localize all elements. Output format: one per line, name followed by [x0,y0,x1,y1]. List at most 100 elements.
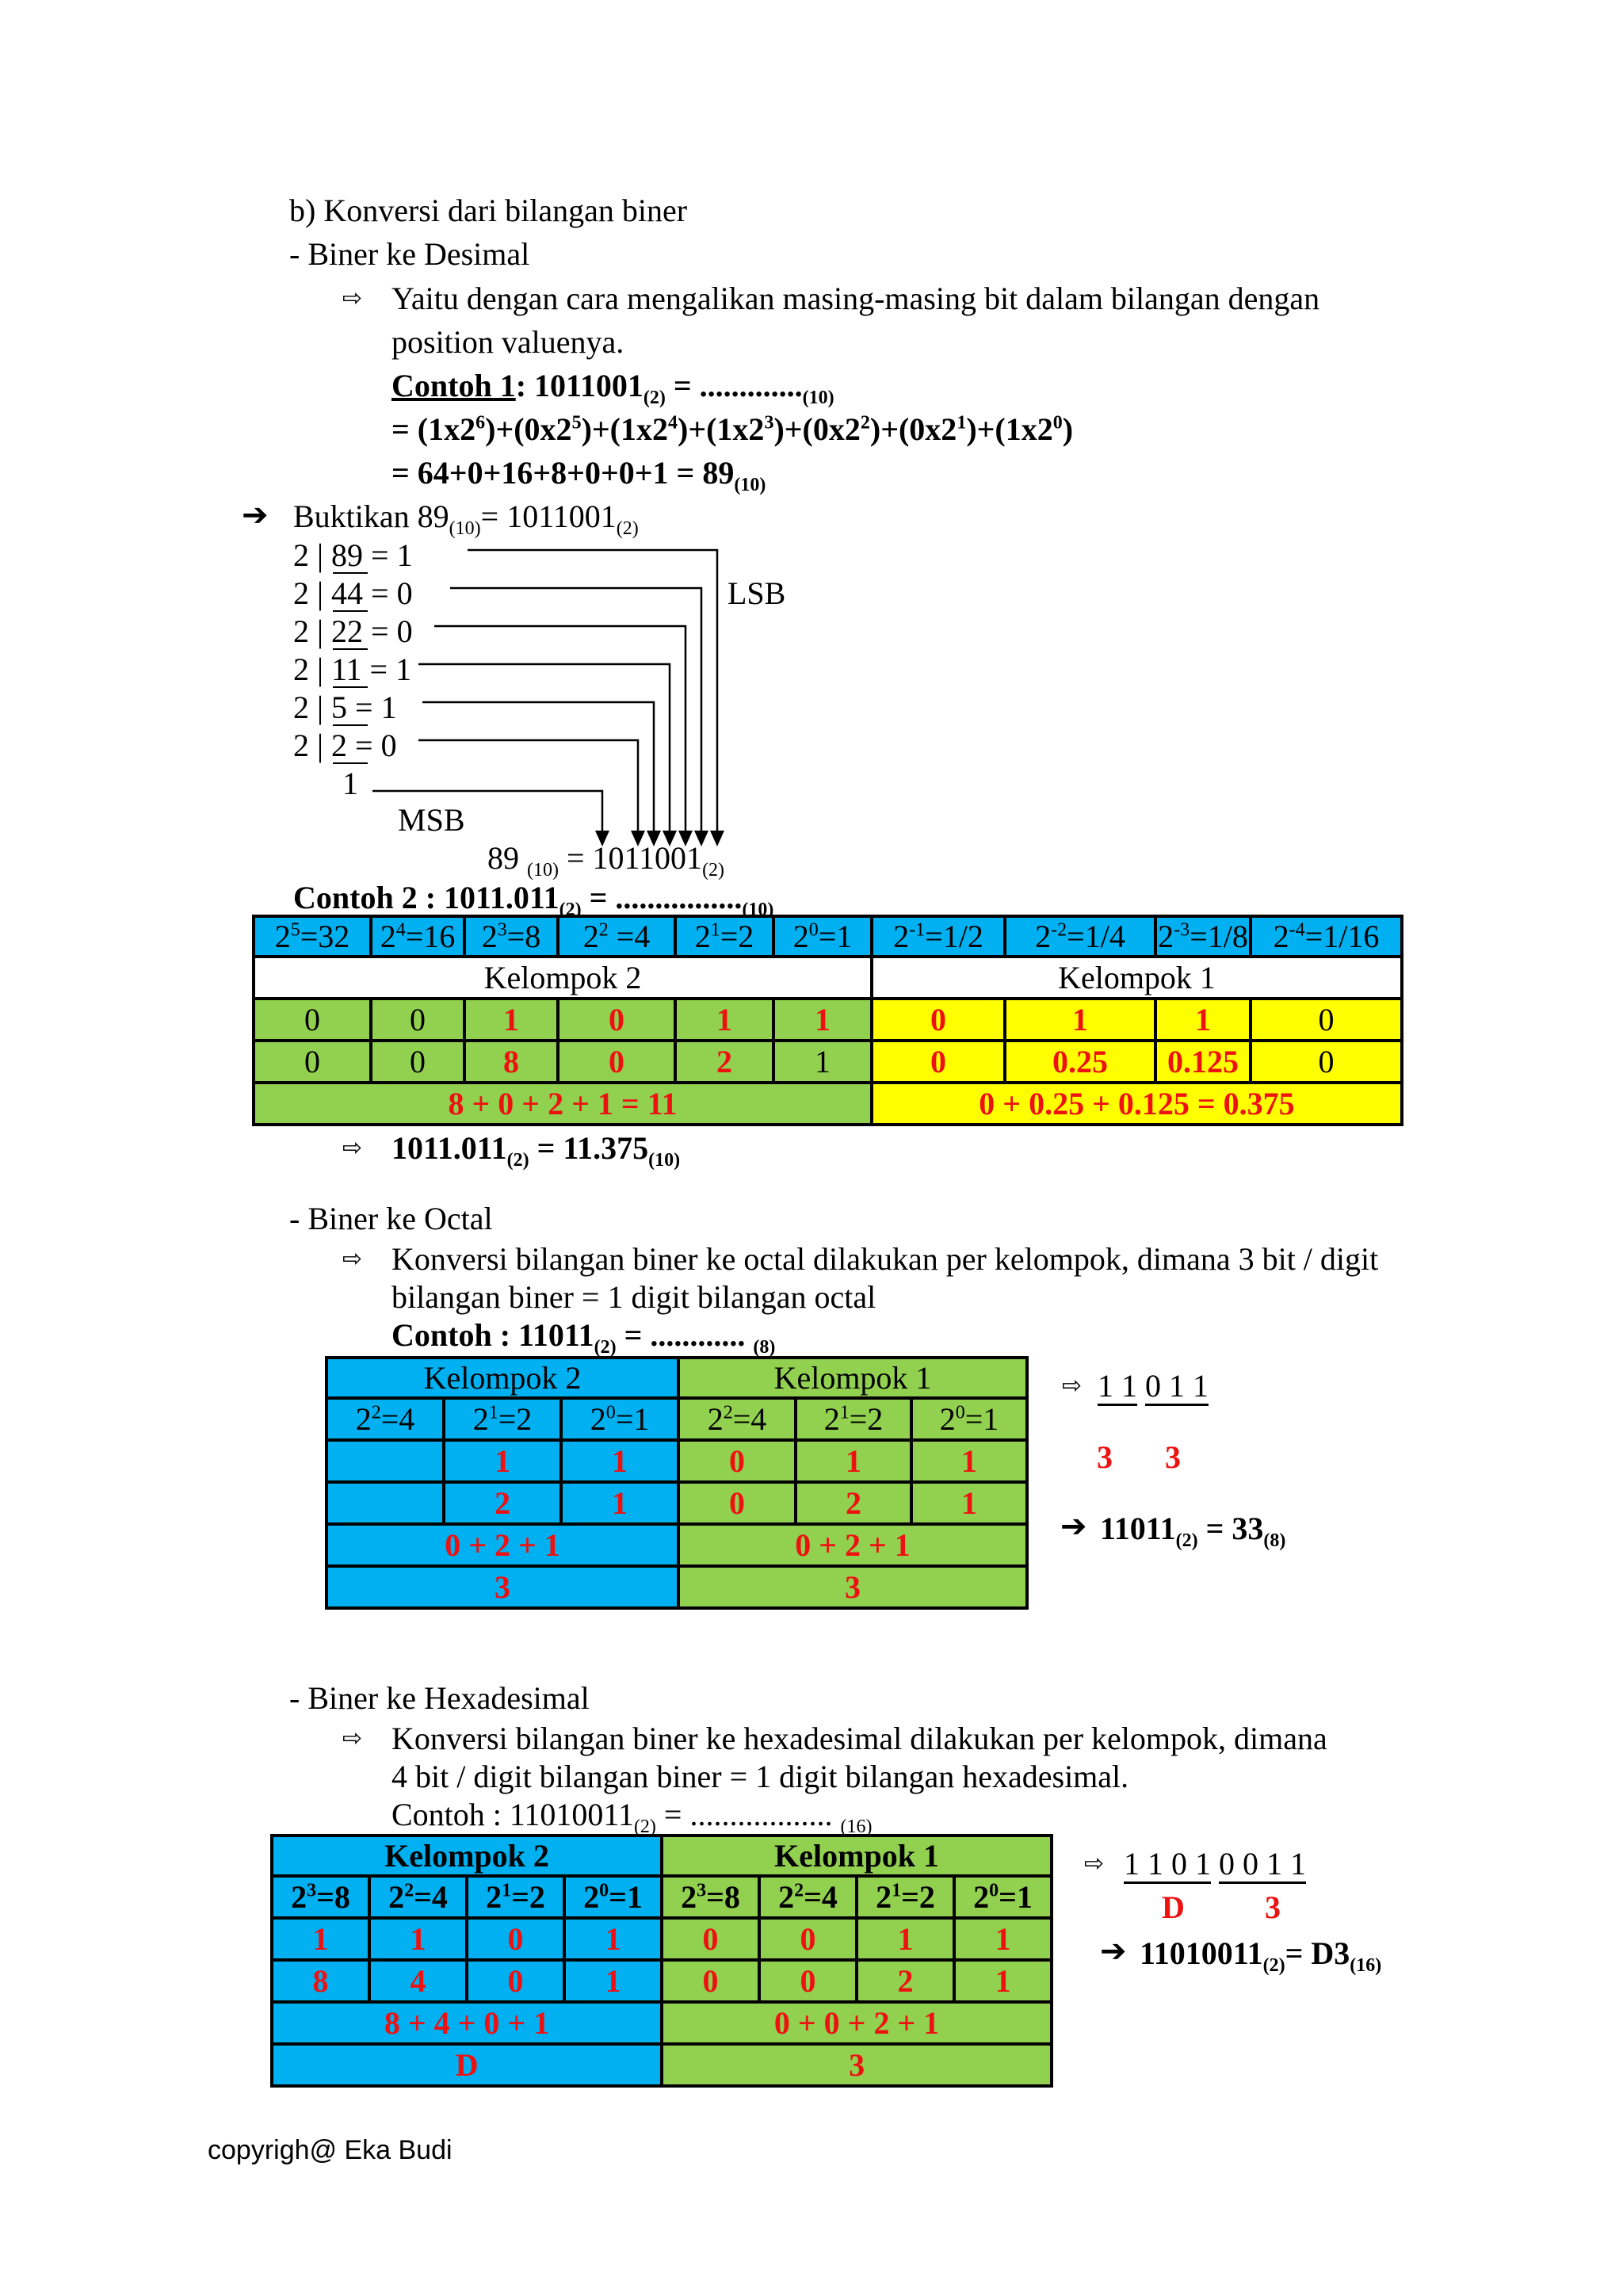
bit-cell: 0 [758,1916,859,1962]
value-cell: 0.25 [1003,1039,1157,1084]
base-10: (10) [802,388,834,408]
value-cell: 0 [677,1480,797,1526]
group-row: Kelompok 2 Kelompok 1 [325,1356,1029,1400]
sum-row: 8 + 0 + 2 + 1 = 11 0 + 0.25 + 0.125 = 0.… [252,1081,1403,1126]
digit-row: 3 3 [325,1564,1029,1610]
bit-cell: 1 [270,1916,371,1962]
bit-cell: 0 [660,1916,762,1962]
sum-right: 0 + 0 + 2 + 1 [660,2000,1054,2046]
bit-cell: 0 [252,997,372,1042]
header-cell: 22=4 [758,1874,859,1920]
contoh2-table: 25=32 24=16 23=8 22 =4 21=2 20=1 2-1=1/2… [252,915,1403,1126]
base-2: (2) [643,388,666,408]
bit-cell: 1 [368,1916,468,1962]
header-cell: 20=1 [562,1874,664,1920]
contoh1-label: Contoh 1 [391,368,516,403]
bit-cell: 1 [559,1438,680,1484]
digit-right: 3 [677,1564,1029,1610]
value-cell: 2 [674,1039,775,1084]
header-cell: 22=4 [325,1396,445,1442]
bit-cell: 1 [442,1438,563,1484]
header-cell: 20=1 [953,1874,1054,1920]
sum-row: 0 + 2 + 1 0 + 2 + 1 [325,1522,1029,1568]
bit-cell: 0 [1249,997,1403,1042]
header-cell: 22=4 [677,1396,797,1442]
sum-right: 0 + 2 + 1 [677,1522,1029,1568]
contoh1-dots: = ............. [665,368,803,403]
value-row: 0 0 8 0 2 1 0 0.25 0.125 0 [252,1039,1403,1084]
hex-desc-2: 4 bit / digit bilangan biner = 1 digit b… [391,1759,1129,1794]
sum-row: 8 + 4 + 0 + 1 0 + 0 + 2 + 1 [269,2000,1054,2046]
digit-right: 3 [660,2042,1054,2088]
bit-cell: 1 [674,997,775,1042]
header-cell: 22 =4 [556,915,677,958]
hex-side-result: 11010011(2)= D3(16) [1140,1935,1382,1976]
octal-table: Kelompok 2 Kelompok 1 22=4 21=2 20=1 22=… [325,1356,1029,1610]
bit-row: 0 0 1 0 1 1 0 1 1 0 [252,997,1403,1042]
header-cell: 21=2 [794,1396,913,1442]
hex-side-digit: 3 [1265,1889,1281,1925]
group-left: Kelompok 2 [325,1356,680,1400]
value-cell: 0 [465,1958,566,2004]
contoh2-title: Contoh 2 : 1011.011(2) = ...............… [293,880,774,920]
value-cell: 8 [463,1039,559,1084]
bold-arrow-icon: ➔ [1060,1508,1087,1545]
value-cell: 0 [870,1039,1006,1084]
proof-result: 89 (10) = 1011001(2) [487,840,725,881]
position-header-row: 22=4 21=2 20=1 22=4 21=2 20=1 [325,1396,1029,1442]
header-cell: 21=2 [855,1874,957,1920]
octal-side-result: 11011(2) = 33(8) [1100,1511,1286,1551]
header-cell: 2-3=1/8 [1154,915,1252,958]
header-cell: 20=1 [559,1396,680,1442]
footer-copyright: copyrigh@ Eka Budi [208,2135,453,2165]
header-cell: 21=2 [442,1396,563,1442]
digit-left: D [269,2042,664,2088]
division-step: 2 | 11 = 1 [293,651,412,687]
bit-cell: 1 [794,1438,913,1484]
value-cell: 0 [252,1039,372,1084]
value-cell: 1 [953,1958,1054,2004]
hex-desc-1: Konversi bilangan biner ke hexadesimal d… [391,1721,1327,1756]
octal-contoh: Contoh : 11011(2) = ............ (8) [391,1317,776,1358]
header-cell: 23=8 [270,1874,371,1920]
digit-row: D 3 [269,2042,1054,2088]
header-cell: 23=8 [660,1874,762,1920]
group-right: Kelompok 1 [870,955,1403,1000]
group-right: Kelompok 1 [660,1834,1054,1878]
bold-arrow-icon: ➔ [1100,1933,1127,1969]
hex-side-digit: D [1162,1889,1185,1925]
bit-cell: 1 [772,997,873,1042]
header-cell: 22=4 [368,1874,468,1920]
division-step: 2 | 44 = 0 [293,575,413,611]
octal-side-digit: 3 [1165,1439,1181,1475]
group-row: Kelompok 2 Kelompok 1 [269,1834,1054,1878]
division-step: 2 | 2 = 0 [293,728,397,763]
bit-cell [325,1438,445,1484]
bit-cell: 1 [562,1916,664,1962]
header-cell: 2-2=1/4 [1003,915,1157,958]
dividend-underline [333,686,368,688]
header-cell: 21=2 [674,915,775,958]
dividend-underline [333,762,368,764]
position-header-row: 25=32 24=16 23=8 22 =4 21=2 20=1 2-1=1/2… [252,915,1403,958]
value-cell: 4 [368,1958,468,2004]
contoh2-result: 1011.011(2) = 11.375(10) [391,1130,681,1171]
header-cell: 20=1 [772,915,873,958]
bit-cell: 0 [465,1916,566,1962]
contoh1-number: 1011001 [534,368,643,403]
bit-cell: 1 [910,1438,1029,1484]
division-quotient: 1 [342,766,358,801]
header-cell: 24=16 [369,915,466,958]
value-cell: 0 [660,1958,762,2004]
dividend-underline [333,572,368,574]
group-left: Kelompok 2 [252,955,873,1000]
sum-line: = 64+0+16+8+0+0+1 = 89(10) [391,455,766,495]
sum-left: 8 + 4 + 0 + 1 [269,2000,664,2046]
hollow-arrow-icon: ⇨ [342,285,363,312]
position-header-row: 23=8 22=4 21=2 20=1 23=8 22=4 21=2 20=1 [270,1874,1054,1920]
bit-cell: 0 [556,997,677,1042]
value-cell: 1 [562,1958,664,2004]
dividend-underline [333,610,368,612]
desc-line-1: Yaitu dengan cara mengalikan masing-masi… [391,281,1320,316]
bit-cell: 0 [677,1438,797,1484]
